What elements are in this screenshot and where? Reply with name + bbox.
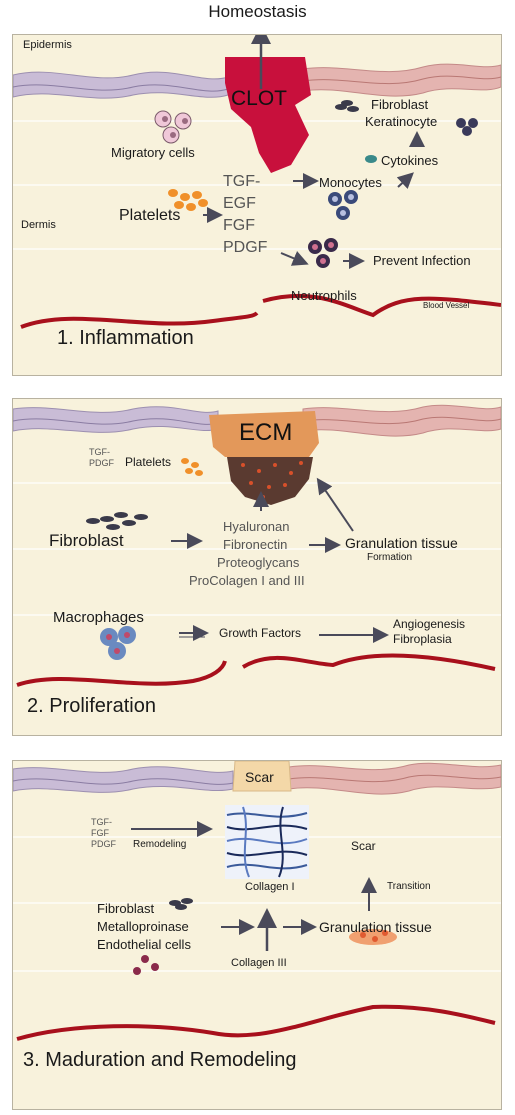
- factor-pdgf: PDGF: [91, 839, 117, 849]
- factor-egf: EGF: [223, 195, 256, 212]
- granulation-tissue-label: Granulation tissue: [319, 919, 432, 935]
- factor-tgf: TGF-: [89, 447, 110, 457]
- fibroblast-label: Fibroblast: [49, 531, 124, 550]
- platelets-icon: [181, 458, 203, 476]
- maturation-title: 3. Maduration and Remodeling: [23, 1049, 297, 1071]
- granulation-tissue-label: Granulation tissue: [345, 535, 458, 551]
- factor-pdgf: PDGF: [223, 239, 268, 256]
- growth-factors-label: Growth Factors: [219, 626, 302, 640]
- neutrophils-icon: [308, 238, 338, 268]
- collagen-1-label: Collagen I: [245, 881, 295, 893]
- macrophages-label: Macrophages: [53, 609, 144, 626]
- platelets-label: Platelets: [119, 207, 181, 224]
- collagen-3-label: Collagen III: [231, 957, 287, 969]
- granulation-icon: [349, 929, 397, 945]
- ecm-label: ECM: [239, 419, 293, 446]
- epidermis-label: Epidermis: [23, 39, 72, 51]
- fibroblast-cells-icon: [86, 512, 148, 530]
- clot-label: CLOT: [231, 87, 288, 110]
- inflammation-panel: Epidermis Dermis CLOT Migratory cells Pl…: [12, 34, 502, 376]
- transition-label: Transition: [387, 881, 431, 892]
- monocytes-icon: [328, 190, 358, 220]
- scar-top-label: Scar: [245, 769, 274, 785]
- blood-vessel: [16, 1004, 496, 1041]
- blood-vessel: [20, 311, 259, 329]
- fibroblast-label: Fibroblast: [371, 97, 429, 112]
- collagen-fibres: [225, 805, 309, 879]
- platelets-label: Platelets: [125, 455, 172, 469]
- homeostasis-label: Homeostasis: [208, 2, 307, 21]
- platelets-icon: [168, 189, 208, 211]
- dermis-label: Dermis: [21, 219, 56, 231]
- blood-vessel-label: Blood Vessel: [423, 301, 470, 310]
- monocytes-label: Monocytes: [319, 175, 382, 190]
- inflammation-title: 1. Inflammation: [57, 327, 194, 349]
- keratinocyte-label: Keratinocyte: [365, 114, 438, 129]
- factor-pdgf: PDGF: [89, 458, 115, 468]
- proliferation-illustration: [13, 404, 501, 687]
- ecm-shape: [209, 411, 319, 457]
- fibroplasia-label: Fibroplasia: [393, 632, 452, 646]
- blood-vessel: [16, 660, 227, 687]
- factor-fgf: FGF: [91, 828, 109, 838]
- clot-shape: [225, 57, 311, 173]
- scar-plug: [232, 761, 292, 792]
- remodeling-label: Remodeling: [133, 839, 187, 850]
- prevent-infection-label: Prevent Infection: [373, 253, 471, 268]
- angiogenesis-label: Angiogenesis: [393, 617, 466, 631]
- fibroblast-cells-icon: [335, 100, 359, 112]
- granulation-mass: [227, 457, 313, 505]
- factor-tgf: TGF-: [91, 817, 112, 827]
- migratory-cells-icon: [154, 110, 192, 144]
- cell-metalloproinase: Metalloproinase: [97, 919, 189, 934]
- matrix-procollagen: ProColagen I and III: [189, 573, 305, 588]
- cell-fibroblast: Fibroblast: [97, 901, 155, 916]
- endothelial-cells-icon: [133, 955, 159, 975]
- maturation-illustration: [13, 761, 501, 1041]
- macrophages-icon: [100, 626, 136, 660]
- factor-tgf: TGF-: [223, 173, 261, 190]
- cytokines-label: Cytokines: [381, 153, 439, 168]
- matrix-fibronectin: Fibronectin: [223, 537, 288, 552]
- formation-label: Formation: [367, 552, 413, 563]
- cytokines-icon: [365, 155, 377, 163]
- fibroblast-cells-icon: [169, 898, 193, 910]
- neutrophils-label: Neutrophils: [291, 288, 357, 303]
- keratinocyte-cells-icon: [456, 118, 478, 136]
- cell-endothelial: Endothelial cells: [97, 937, 191, 952]
- factor-fgf: FGF: [223, 217, 255, 234]
- matrix-proteoglycans: Proteoglycans: [217, 555, 300, 570]
- proliferation-panel: ECM TGF- PDGF Platelets Fibroblast Hyalu…: [12, 398, 502, 736]
- scar-label: Scar: [351, 839, 376, 853]
- migratory-cells-label: Migratory cells: [111, 145, 195, 160]
- proliferation-title: 2. Proliferation: [27, 695, 156, 717]
- inflammation-illustration: [13, 35, 501, 329]
- matrix-hyaluronan: Hyaluronan: [223, 519, 290, 534]
- maturation-panel: Scar TGF- FGF PDGF Remodeling Collagen I…: [12, 760, 502, 1110]
